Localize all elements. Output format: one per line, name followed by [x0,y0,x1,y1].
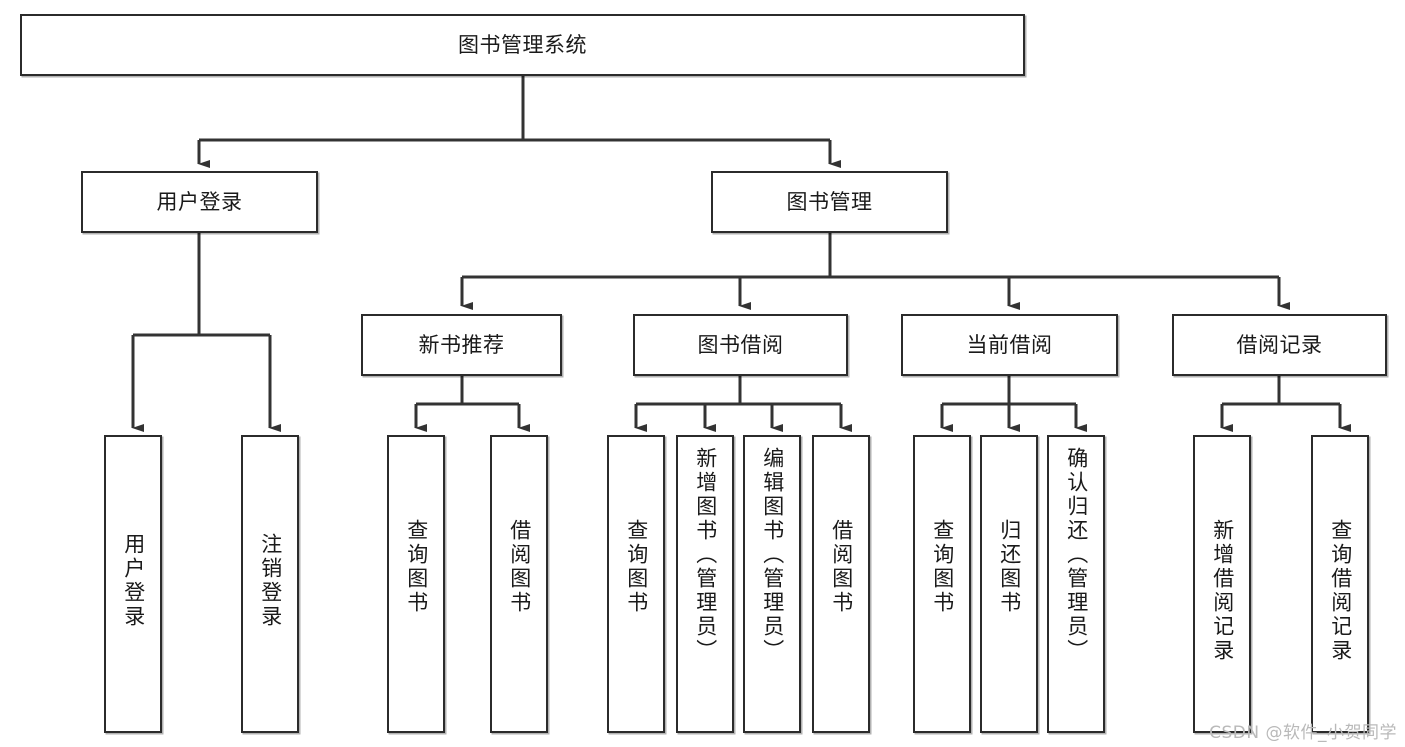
leaf-new-book-borrow-book[interactable]: 借阅图书 [490,435,548,733]
node-label: 用户登录 [156,189,243,214]
leaf-borrow-query-book[interactable]: 查询图书 [607,435,665,733]
node-book-borrow[interactable]: 图书借阅 [633,314,848,376]
leaf-label: 新增借阅记录 [1210,519,1235,663]
node-root-book-management-system[interactable]: 图书管理系统 [20,14,1025,76]
node-label: 当前借阅 [966,332,1053,357]
node-new-book-recommend[interactable]: 新书推荐 [361,314,562,376]
node-label: 图书管理系统 [458,32,587,57]
leaf-label: 查询图书 [624,519,649,615]
leaf-label: 查询图书 [930,519,955,615]
leaf-label: 借阅图书 [507,519,532,615]
leaf-label: 用户登录 [121,533,146,629]
leaf-current-confirm-return-admin[interactable]: 确认归还（管理员） [1047,435,1105,733]
leaf-borrow-borrow-book[interactable]: 借阅图书 [812,435,870,733]
node-label: 借阅记录 [1236,332,1323,357]
node-user-login[interactable]: 用户登录 [81,171,318,233]
leaf-record-query-borrow-record[interactable]: 查询借阅记录 [1311,435,1369,733]
leaf-logout[interactable]: 注销登录 [241,435,299,733]
leaf-current-return-book[interactable]: 归还图书 [980,435,1038,733]
node-book-management[interactable]: 图书管理 [711,171,948,233]
node-label: 图书借阅 [697,332,784,357]
leaf-new-book-query-book[interactable]: 查询图书 [387,435,445,733]
leaf-label: 新增图书（管理员） [693,447,718,663]
leaf-label: 编辑图书（管理员） [760,447,785,663]
leaf-user-login[interactable]: 用户登录 [104,435,162,733]
leaf-borrow-edit-book-admin[interactable]: 编辑图书（管理员） [743,435,801,733]
leaf-label: 借阅图书 [829,519,854,615]
csdn-watermark: CSDN @软件_小贺同学 [1209,723,1397,743]
leaf-label: 归还图书 [997,519,1022,615]
leaf-label: 确认归还（管理员） [1064,447,1089,663]
leaf-label: 查询借阅记录 [1328,519,1353,663]
leaf-label: 注销登录 [258,533,283,629]
leaf-current-query-book[interactable]: 查询图书 [913,435,971,733]
leaf-borrow-add-book-admin[interactable]: 新增图书（管理员） [676,435,734,733]
node-borrow-record[interactable]: 借阅记录 [1172,314,1387,376]
node-label: 图书管理 [786,189,873,214]
node-label: 新书推荐 [418,332,505,357]
node-current-borrow[interactable]: 当前借阅 [901,314,1118,376]
leaf-label: 查询图书 [404,519,429,615]
leaf-record-add-borrow-record[interactable]: 新增借阅记录 [1193,435,1251,733]
